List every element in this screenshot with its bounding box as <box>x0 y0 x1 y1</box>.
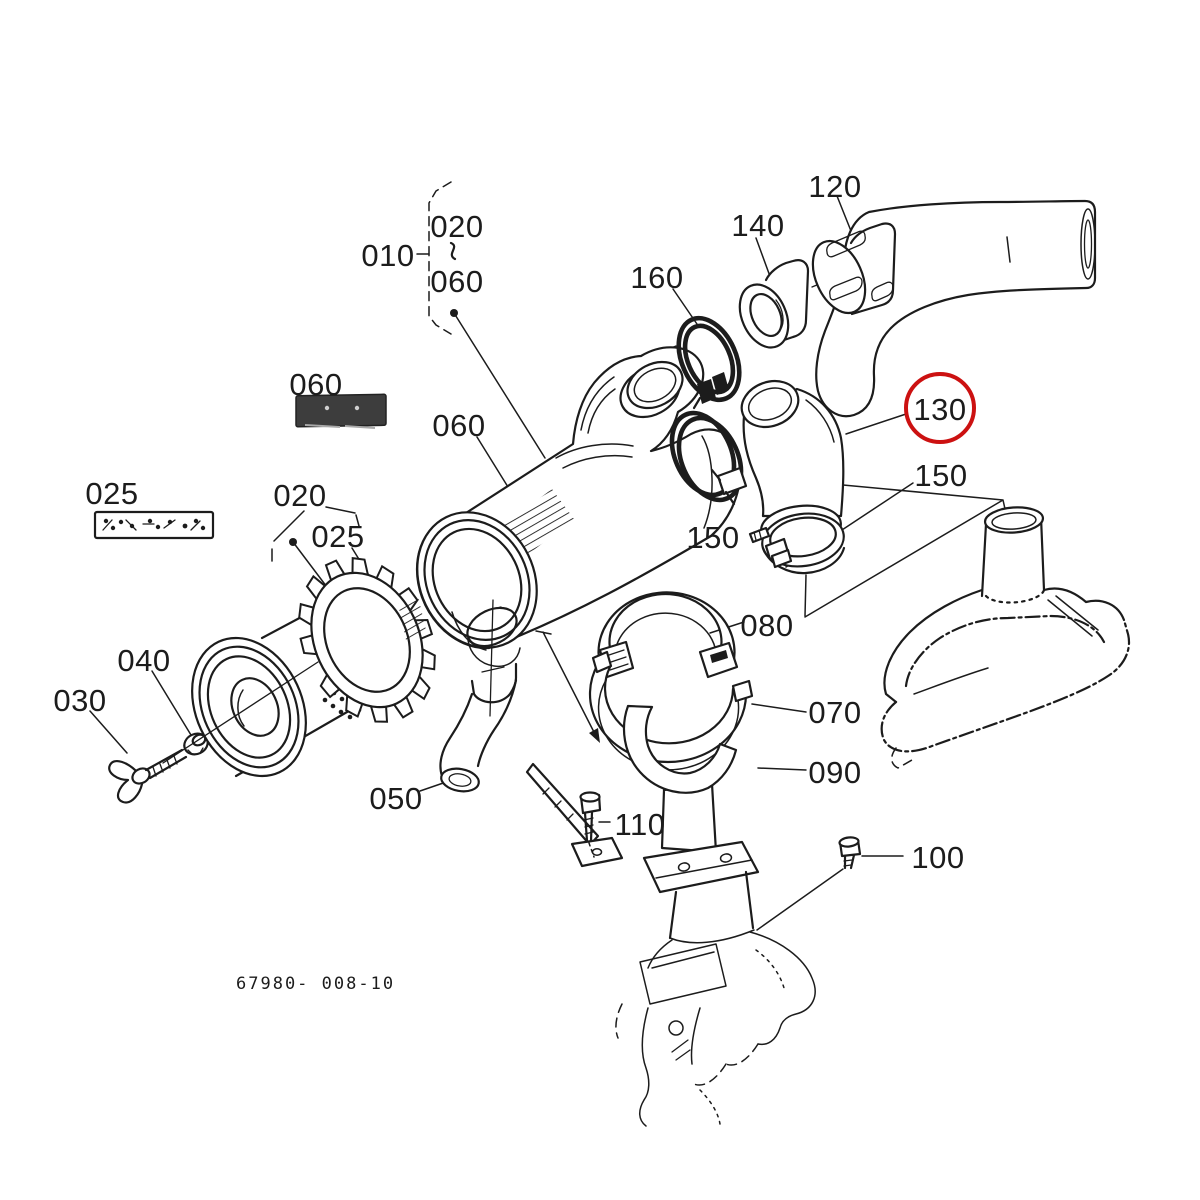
drawing-number: 67980- 008-10 <box>236 974 395 994</box>
air-cleaner-body-060 <box>415 346 743 717</box>
part-label-020-element: 020 <box>273 478 326 513</box>
part-label-025-decal: 025 <box>85 476 138 511</box>
part-label-060-plate: 060 <box>289 367 342 402</box>
dust-unloader-valve-050 <box>439 678 518 793</box>
spring-clamp-160 <box>676 315 742 410</box>
tbolt-clamp-150 <box>748 512 846 575</box>
engine-reference-sketch <box>615 929 816 1127</box>
filter-element-020 <box>162 556 436 778</box>
part-label-160: 160 <box>630 260 683 295</box>
part-label-110: 110 <box>615 807 666 842</box>
hose-bushing-140 <box>738 259 810 349</box>
support-strip <box>525 762 624 868</box>
part-label-050: 050 <box>369 781 422 816</box>
assembly-arrow-line <box>535 630 599 741</box>
range-tilde <box>449 241 457 261</box>
intake-manifold-reference <box>880 506 1131 769</box>
part-label-040: 040 <box>117 643 170 678</box>
install-location-lines <box>804 484 1017 618</box>
caution-decal-025 <box>93 510 215 540</box>
bracket-090 <box>622 704 760 940</box>
elbow-hose-mouth <box>740 379 800 429</box>
part-label-060-group: 060 <box>430 264 483 299</box>
ring-tooth <box>369 705 389 723</box>
part-label-100: 100 <box>911 840 964 875</box>
group-010-bracket <box>428 181 452 335</box>
wing-bolt-030 <box>108 748 188 804</box>
part-label-060-body: 060 <box>432 408 485 443</box>
part-label-070: 070 <box>808 695 861 730</box>
part-label-090: 090 <box>808 755 861 790</box>
part-label-030: 030 <box>53 683 106 718</box>
name-plate-060 <box>295 393 387 429</box>
inner-tube <box>466 606 518 648</box>
highlight-circle <box>904 372 976 444</box>
seal-hatch-wedge <box>398 596 426 640</box>
lid-outer-rim <box>416 511 538 649</box>
wire-clamp-150 <box>669 410 748 506</box>
part-label-130-highlighted: 130 <box>913 392 966 427</box>
elbow-outlet-mouth <box>626 360 684 410</box>
hose-end-opening <box>1080 208 1096 280</box>
part-labels: 010 020 060 060 025 020 025 030 040 050 … <box>53 169 967 875</box>
group-020-bracket <box>271 506 360 562</box>
slotted-collar-120 <box>811 222 897 316</box>
part-label-140: 140 <box>731 208 784 243</box>
part-label-020-group: 020 <box>430 209 483 244</box>
bolt-100 <box>838 836 862 870</box>
unloader-mouth <box>440 767 480 793</box>
assembly-arrowhead <box>589 728 600 743</box>
band-clamp-080 <box>597 591 739 680</box>
part-label-010: 010 <box>361 238 414 273</box>
part-label-120: 120 <box>808 169 861 204</box>
part-label-150-left: 150 <box>686 520 739 555</box>
part-label-025-seal: 025 <box>311 519 364 554</box>
part-label-150-right: 150 <box>914 458 967 493</box>
part-label-080: 080 <box>740 608 793 643</box>
bolt-110 <box>579 791 602 858</box>
